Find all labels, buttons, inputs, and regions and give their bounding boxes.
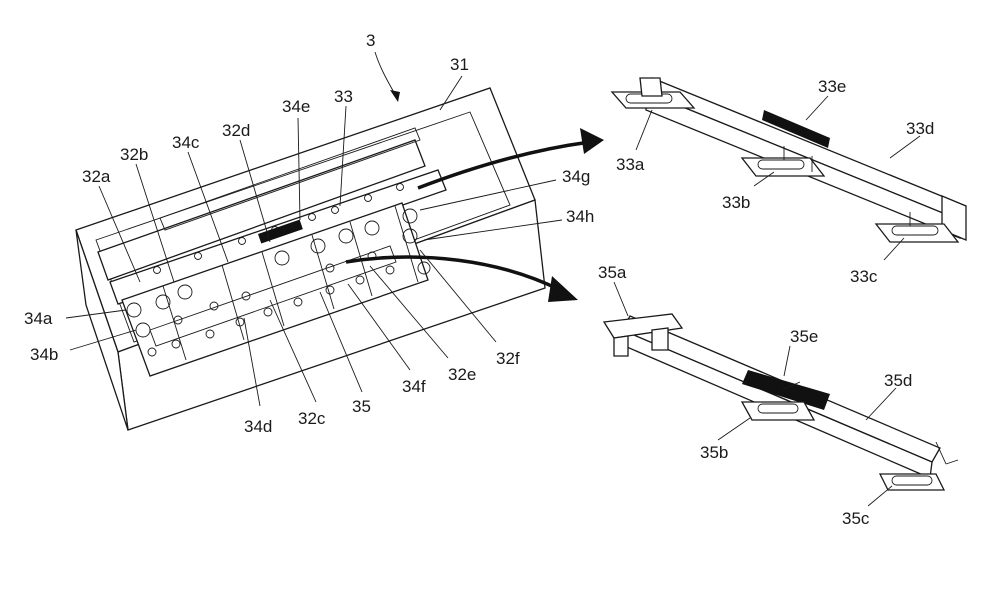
label-35d: 35d	[884, 371, 912, 390]
label-33b: 33b	[722, 193, 750, 212]
label-32c: 32c	[298, 409, 326, 428]
label-34h: 34h	[566, 207, 594, 226]
label-33a: 33a	[616, 155, 645, 174]
label-34a: 34a	[24, 309, 53, 328]
label-34b: 34b	[30, 345, 58, 364]
label-33: 33	[334, 87, 353, 106]
label-3: 3	[366, 31, 375, 50]
label-35a: 35a	[598, 263, 627, 282]
device-pointer	[375, 52, 400, 102]
label-34d: 34d	[244, 417, 272, 436]
label-34g: 34g	[562, 167, 590, 186]
label-34e: 34e	[282, 97, 310, 116]
label-34f: 34f	[402, 377, 426, 396]
label-32b: 32b	[120, 145, 148, 164]
label-32e: 32e	[448, 365, 476, 384]
label-34c: 34c	[172, 133, 200, 152]
label-32f: 32f	[496, 349, 520, 368]
label-35c: 35c	[842, 509, 870, 528]
part-35-slider	[604, 314, 958, 490]
label-33e: 33e	[818, 77, 846, 96]
label-33c: 33c	[850, 267, 878, 286]
label-33d: 33d	[906, 119, 934, 138]
label-32a: 32a	[82, 167, 111, 186]
label-35: 35	[352, 397, 371, 416]
label-35b: 35b	[700, 443, 728, 462]
label-32d: 32d	[222, 121, 250, 140]
label-35e: 35e	[790, 327, 818, 346]
label-31: 31	[450, 55, 469, 74]
part-33-slider	[612, 78, 966, 242]
